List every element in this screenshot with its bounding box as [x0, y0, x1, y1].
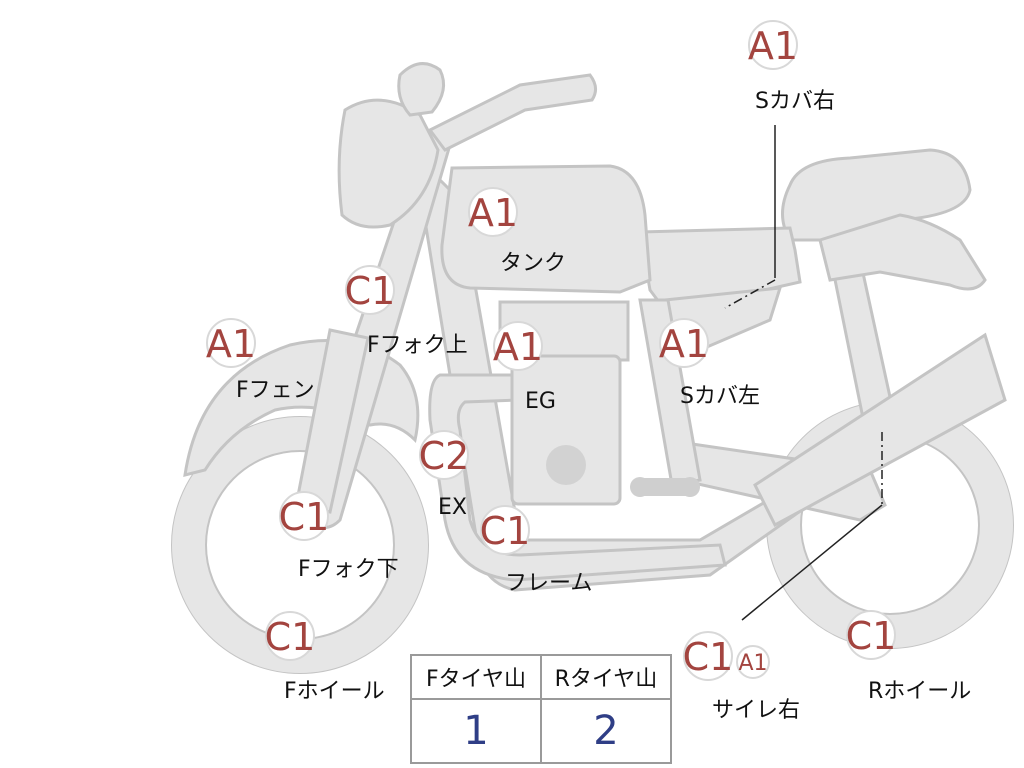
grade-badge: [468, 187, 518, 237]
label-f-fork-lower: Fフォク下: [298, 557, 399, 582]
grade-badge: [419, 430, 469, 480]
tire-table-header-row: Fタイヤ山 Rタイヤ山: [410, 654, 672, 700]
grade-f-fork-lower: C1: [279, 495, 330, 539]
grade-f-fender: A1: [206, 322, 256, 366]
grade-s-cover-left: A1: [659, 322, 709, 366]
tire-table-value-row: 1 2: [410, 698, 672, 764]
grade-badge: [493, 321, 543, 371]
exhaust-pipe-shape: [428, 373, 727, 582]
grade-silencer-right: C1: [683, 635, 734, 679]
grade-engine: A1: [493, 325, 543, 369]
grade-f-wheel: C1: [265, 615, 316, 659]
label-f-fender: Fフェン: [236, 378, 315, 403]
grade-f-fork-upper: C1: [345, 269, 396, 313]
front-fork-lower-shape: [294, 328, 370, 514]
grade-badge: [480, 505, 530, 555]
marker-f-fork-upper[interactable]: C1 Fフォク上: [345, 265, 468, 358]
grade-silencer-right-secondary: A1: [738, 651, 767, 676]
value-rear-tire: 2: [540, 698, 672, 764]
grade-tank: A1: [468, 191, 518, 235]
grade-badge: [659, 318, 709, 368]
marker-silencer-right[interactable]: C1 A1 サイレ右: [683, 631, 800, 723]
engine-shape: [498, 300, 700, 506]
tire-tread-table: Fタイヤ山 Rタイヤ山 1 2: [410, 654, 672, 764]
grade-badge: [345, 265, 395, 315]
marker-f-fender[interactable]: A1 Fフェン: [206, 318, 315, 403]
muffler-shape: [753, 332, 1007, 528]
marker-s-cover-right[interactable]: A1 Sカバ右: [748, 20, 835, 114]
label-tank: タンク: [500, 251, 566, 276]
leader-silencer: [741, 504, 883, 621]
label-frame: フレーム: [505, 571, 592, 596]
label-f-fork-upper: Fフォク上: [367, 333, 468, 358]
grade-badge: [846, 610, 896, 660]
leader-lines: [724, 125, 883, 621]
marker-r-wheel[interactable]: C1 Rホイール: [846, 610, 972, 704]
grade-badge: [279, 491, 329, 541]
marker-tank[interactable]: A1 タンク: [468, 187, 566, 276]
value-front-tire: 1: [410, 698, 542, 764]
mirror-shape: [397, 62, 446, 117]
header-front-tire: Fタイヤ山: [410, 654, 542, 700]
grade-s-cover-right: A1: [748, 24, 798, 68]
label-s-cover-right: Sカバ右: [755, 89, 835, 114]
label-f-wheel: Fホイール: [284, 679, 385, 704]
grade-badge: [683, 631, 733, 681]
label-exhaust: EX: [438, 495, 467, 520]
marker-f-wheel[interactable]: C1 Fホイール: [265, 611, 385, 704]
frame-downtube-shape: [638, 298, 702, 487]
tail-cowl-shape: [818, 213, 987, 291]
marker-f-fork-lower[interactable]: C1 Fフォク下: [279, 491, 399, 582]
marker-s-cover-left[interactable]: A1 Sカバ左: [659, 318, 760, 409]
marker-exhaust[interactable]: C2 EX: [419, 430, 470, 520]
label-s-cover-left: Sカバ左: [680, 384, 760, 409]
grade-exhaust: C2: [419, 434, 470, 478]
grade-r-wheel: C1: [846, 614, 897, 658]
label-silencer-right: サイレ右: [712, 698, 800, 723]
grade-badge: [748, 20, 798, 70]
handlebar-shape: [427, 73, 597, 152]
label-engine: EG: [525, 389, 556, 414]
marker-engine[interactable]: A1 EG: [493, 321, 556, 414]
grade-badge-secondary: [736, 645, 770, 679]
header-rear-tire: Rタイヤ山: [540, 654, 672, 700]
grade-badge: [206, 318, 256, 368]
label-r-wheel: Rホイール: [868, 679, 971, 704]
grade-badge: [265, 611, 315, 661]
grade-frame: C1: [480, 509, 531, 553]
motorcycle-illustration: [171, 62, 1014, 674]
headlight-shape: [337, 98, 440, 229]
marker-frame[interactable]: C1 フレーム: [480, 505, 593, 596]
